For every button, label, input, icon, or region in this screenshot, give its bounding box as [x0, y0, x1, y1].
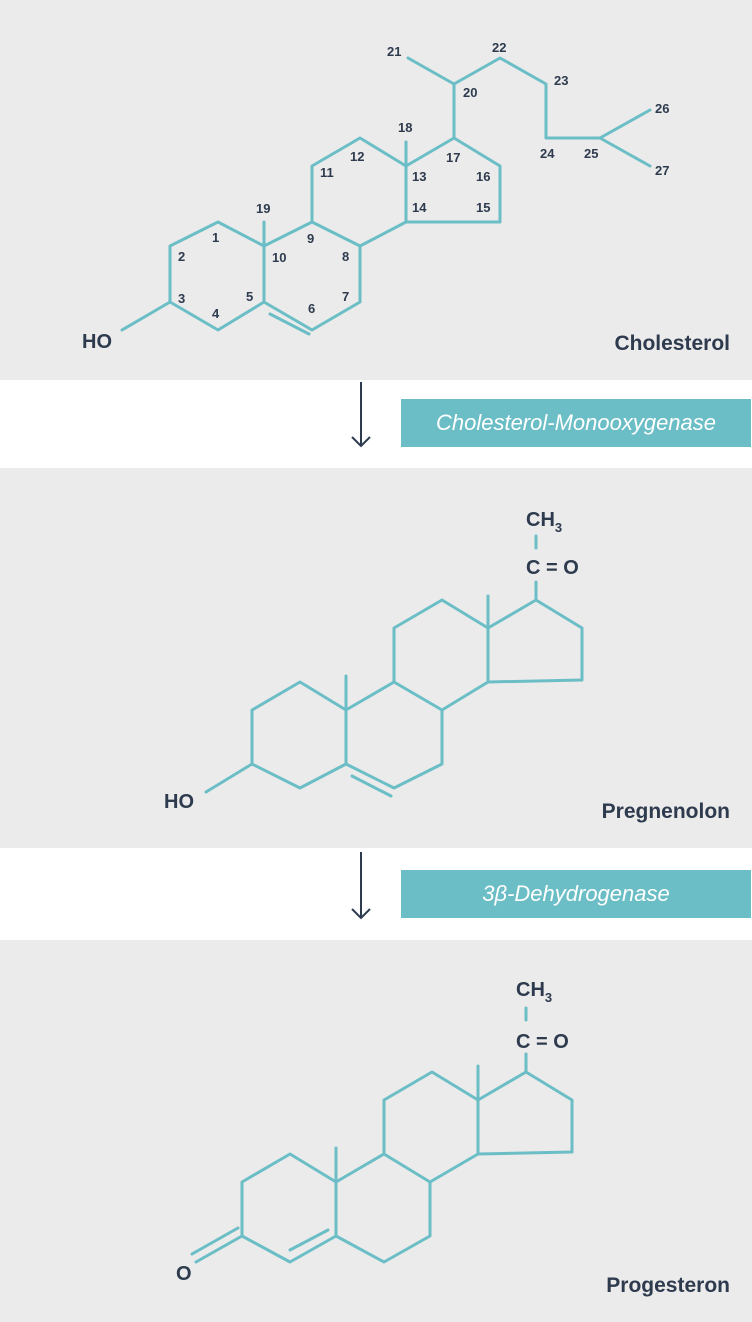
carbon-number: 5: [246, 289, 253, 304]
pregnenolon-structure: CH3 C = O HO: [164, 509, 584, 813]
enzyme-label: Cholesterol-Monooxygenase: [401, 399, 751, 447]
carbon-number: 11: [320, 165, 334, 180]
carbonyl-label: C = O: [526, 557, 579, 579]
carbon-number: 17: [446, 150, 460, 165]
methyl-label: CH3: [516, 979, 552, 1005]
molecule-name: Cholesterol: [614, 332, 730, 355]
carbon-number: 20: [463, 85, 477, 100]
carbon-number: 18: [398, 120, 412, 135]
carbon-number: 22: [492, 40, 506, 55]
carbon-number: 2: [178, 249, 185, 264]
enzyme-label: 3β-Dehydrogenase: [401, 870, 751, 918]
carbon-number: 3: [178, 291, 185, 306]
carbon-number: 23: [554, 73, 568, 88]
carbon-number: 16: [476, 169, 490, 184]
carbon-number: 15: [476, 200, 490, 215]
cholesterol-panel: 1 2 3 4 5 6 7 8 9 10 11 12 13 14 15 16 1…: [0, 0, 752, 380]
carbon-number: 25: [584, 146, 598, 161]
carbonyl-label: C = O: [516, 1031, 569, 1053]
carbon-number: 14: [412, 200, 427, 215]
carbon-number: 12: [350, 149, 364, 164]
methyl-label: CH3: [526, 509, 562, 535]
hydroxyl-label: HO: [164, 791, 194, 813]
carbon-number: 10: [272, 250, 286, 265]
oxygen-label: O: [176, 1263, 192, 1285]
carbon-number: 9: [307, 231, 314, 246]
progesteron-structure: CH3 C = O O: [176, 979, 574, 1285]
cholesterol-structure: 1 2 3 4 5 6 7 8 9 10 11 12 13 14 15 16 1…: [82, 40, 669, 353]
carbon-number: 7: [342, 289, 349, 304]
carbon-number: 21: [387, 44, 401, 59]
progesteron-panel: CH3 C = O O Progesteron: [0, 940, 752, 1322]
carbon-number: 26: [655, 101, 669, 116]
arrow-down-icon: [351, 382, 371, 448]
carbon-number: 24: [540, 146, 555, 161]
carbon-number: 27: [655, 163, 669, 178]
molecule-name: Progesteron: [606, 1274, 730, 1297]
carbon-number: 6: [308, 301, 315, 316]
carbon-number: 19: [256, 201, 270, 216]
molecule-name: Pregnenolon: [601, 800, 730, 823]
carbon-number: 8: [342, 249, 349, 264]
arrow-down-icon: [351, 852, 371, 920]
pregnenolon-panel: CH3 C = O HO Pregnenolon: [0, 468, 752, 848]
carbon-number: 1: [212, 230, 219, 245]
carbon-number: 4: [212, 306, 220, 321]
hydroxyl-label: HO: [82, 331, 112, 353]
carbon-number: 13: [412, 169, 426, 184]
